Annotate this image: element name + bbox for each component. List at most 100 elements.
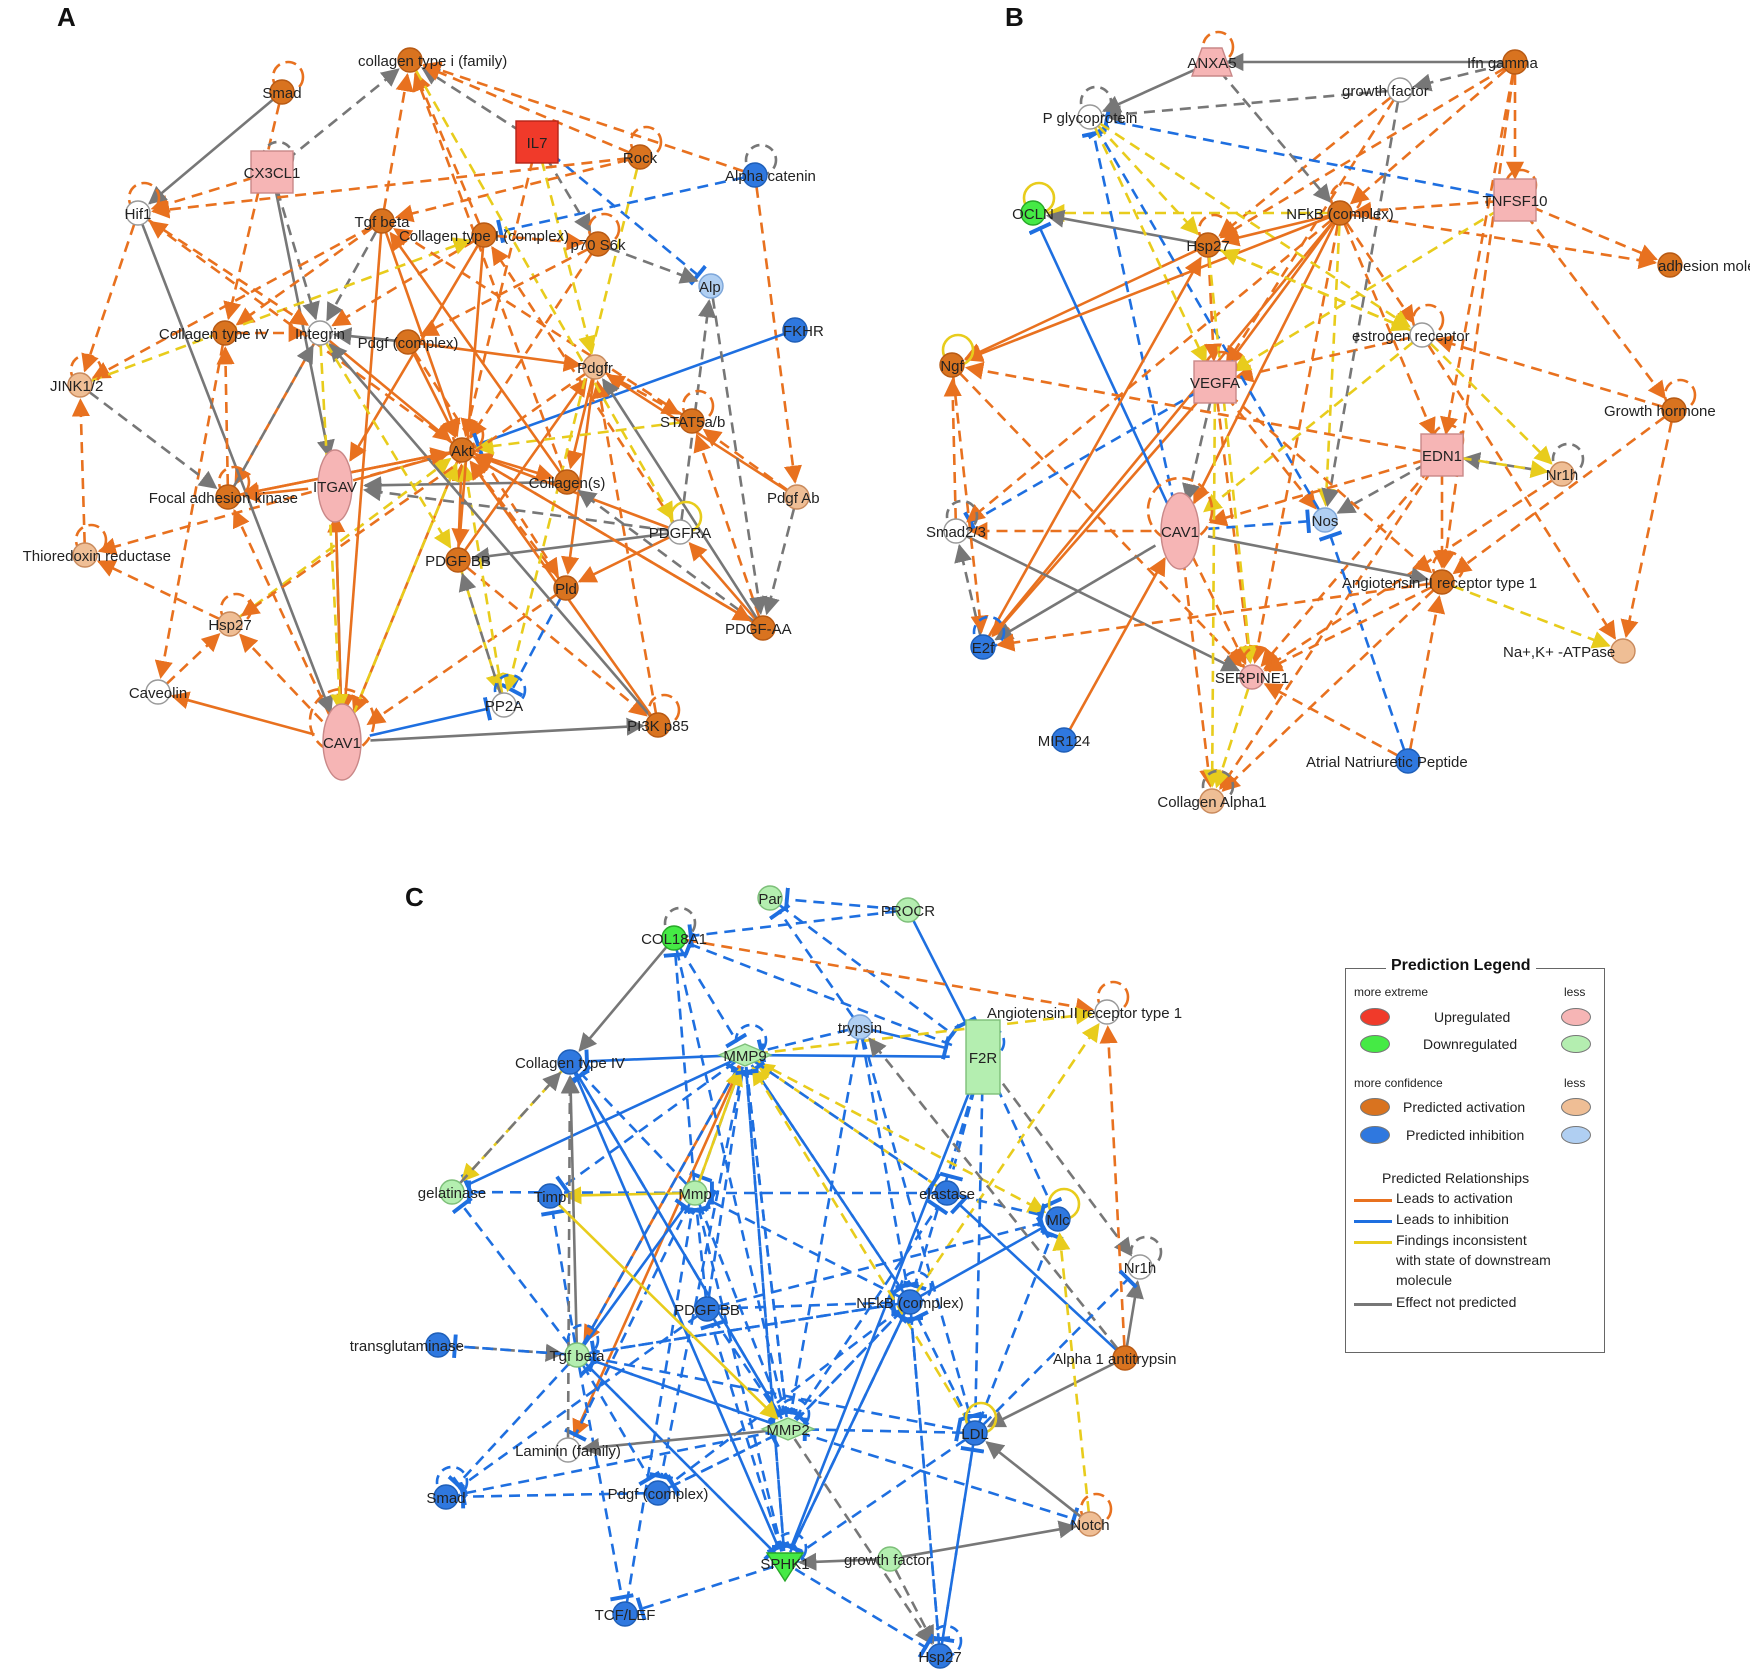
edge-sphk1-to-hsp27 — [794, 1568, 934, 1659]
node-cav1[interactable] — [322, 703, 362, 781]
node-a1at[interactable] — [1112, 1345, 1138, 1371]
node-ngf[interactable] — [939, 352, 965, 378]
node-colI_fam[interactable] — [397, 47, 423, 73]
node-colIV[interactable] — [557, 1049, 583, 1075]
node-tgase[interactable] — [425, 1332, 451, 1358]
node-tgfb[interactable] — [564, 1342, 590, 1368]
node-nak[interactable] — [1610, 638, 1636, 664]
node-cx3cl1[interactable] — [250, 150, 294, 194]
node-akt[interactable] — [449, 437, 475, 463]
node-caveolin[interactable] — [145, 679, 171, 705]
activation-strong-swatch — [1360, 1098, 1390, 1116]
node-hsp27[interactable] — [1195, 232, 1221, 258]
node-edn1[interactable] — [1420, 433, 1464, 477]
node-gf[interactable] — [877, 1546, 903, 1572]
node-rock[interactable] — [627, 144, 653, 170]
node-ocln[interactable] — [1020, 200, 1046, 226]
node-anxa5[interactable] — [1191, 47, 1233, 77]
node-acat[interactable] — [742, 162, 768, 188]
node-pdgf_cx[interactable] — [645, 1480, 671, 1506]
node-pdgfaa[interactable] — [750, 615, 776, 641]
edge-cav1-to-ocln — [1028, 221, 1170, 506]
edge-smad23-to-ngf — [943, 378, 962, 520]
node-gelat[interactable] — [439, 1179, 465, 1205]
node-collagens[interactable] — [554, 469, 580, 495]
node-f2r[interactable] — [965, 1019, 1001, 1095]
node-smad23[interactable] — [943, 518, 969, 544]
node-integrin[interactable] — [307, 320, 333, 346]
node-e2f[interactable] — [970, 634, 996, 660]
node-pld[interactable] — [553, 575, 579, 601]
node-pp2a[interactable] — [491, 692, 517, 718]
node-pdgfab[interactable] — [784, 484, 810, 510]
node-anp[interactable] — [1395, 748, 1421, 774]
node-mir124[interactable] — [1051, 727, 1077, 753]
node-pdgfra[interactable] — [667, 519, 693, 545]
node-ifng[interactable] — [1502, 49, 1528, 75]
node-hif1[interactable] — [125, 200, 151, 226]
node-tcflef[interactable] — [612, 1601, 638, 1627]
node-colI_cx[interactable] — [471, 222, 497, 248]
node-label-rock: Rock — [623, 150, 658, 167]
edge-colI_cx-to-p70 — [495, 232, 585, 251]
node-notch[interactable] — [1077, 1511, 1103, 1537]
node-adh[interactable] — [1657, 252, 1683, 278]
node-p70[interactable] — [585, 231, 611, 257]
node-nfkb[interactable] — [897, 1289, 923, 1315]
node-ldl[interactable] — [962, 1420, 988, 1446]
node-stat5[interactable] — [679, 408, 705, 434]
node-vegfa[interactable] — [1193, 360, 1237, 404]
node-tgfb[interactable] — [369, 208, 395, 234]
node-pgp[interactable] — [1077, 104, 1103, 130]
node-nos[interactable] — [1312, 507, 1338, 533]
node-hsp27[interactable] — [217, 611, 243, 637]
node-tnfsf10[interactable] — [1493, 178, 1537, 222]
node-at2r[interactable] — [1094, 999, 1120, 1025]
node-gh[interactable] — [1661, 397, 1687, 423]
node-mlc[interactable] — [1045, 1206, 1071, 1232]
node-at2r[interactable] — [1429, 569, 1455, 595]
node-label-mmp9: MMP9 — [723, 1048, 766, 1065]
edge-colIV-to-caveolin — [154, 344, 225, 680]
node-er[interactable] — [1409, 322, 1435, 348]
node-hsp27[interactable] — [927, 1643, 953, 1669]
node-laminin[interactable] — [555, 1437, 581, 1463]
node-mmp9[interactable] — [717, 1043, 773, 1067]
node-nr1h[interactable] — [1127, 1254, 1153, 1280]
node-pi3k[interactable] — [645, 712, 671, 738]
node-mmp[interactable] — [682, 1180, 708, 1206]
node-timp[interactable] — [537, 1183, 563, 1209]
node-smad[interactable] — [433, 1484, 459, 1510]
node-alp[interactable] — [698, 273, 724, 299]
edge-e2f-to-smad23 — [954, 543, 982, 636]
node-cav1[interactable] — [1160, 492, 1200, 570]
node-procr[interactable] — [895, 897, 921, 923]
node-elast[interactable] — [934, 1180, 960, 1206]
node-sphk1[interactable] — [765, 1552, 805, 1583]
node-thio[interactable] — [72, 542, 98, 568]
node-gf[interactable] — [1387, 77, 1413, 103]
node-fkhr[interactable] — [782, 317, 808, 343]
node-itgav[interactable] — [317, 449, 353, 523]
node-par[interactable] — [757, 885, 783, 911]
node-colA1[interactable] — [1199, 788, 1225, 814]
node-pdgfbb[interactable] — [445, 547, 471, 573]
node-nfkb[interactable] — [1327, 200, 1353, 226]
node-label-hsp27: Hsp27 — [1186, 238, 1229, 255]
node-jink[interactable] — [67, 372, 93, 398]
edge-ldl-to-nfkb — [906, 1310, 971, 1423]
node-mmp2[interactable] — [760, 1417, 816, 1441]
node-pdgf_cx[interactable] — [395, 329, 421, 355]
node-col18[interactable] — [661, 925, 687, 951]
node-il7[interactable] — [515, 120, 559, 164]
node-nr1h[interactable] — [1549, 461, 1575, 487]
edge-rock-to-tgfb — [394, 158, 629, 223]
node-serpine1[interactable] — [1239, 664, 1265, 690]
node-trypsin[interactable] — [847, 1014, 873, 1040]
node-pdgfbb[interactable] — [694, 1296, 720, 1322]
node-fak[interactable] — [215, 484, 241, 510]
node-smad[interactable] — [269, 79, 295, 105]
edge-f2r-to-col18 — [683, 932, 953, 1047]
node-pdgfr[interactable] — [582, 354, 608, 380]
node-colIV[interactable] — [212, 320, 238, 346]
